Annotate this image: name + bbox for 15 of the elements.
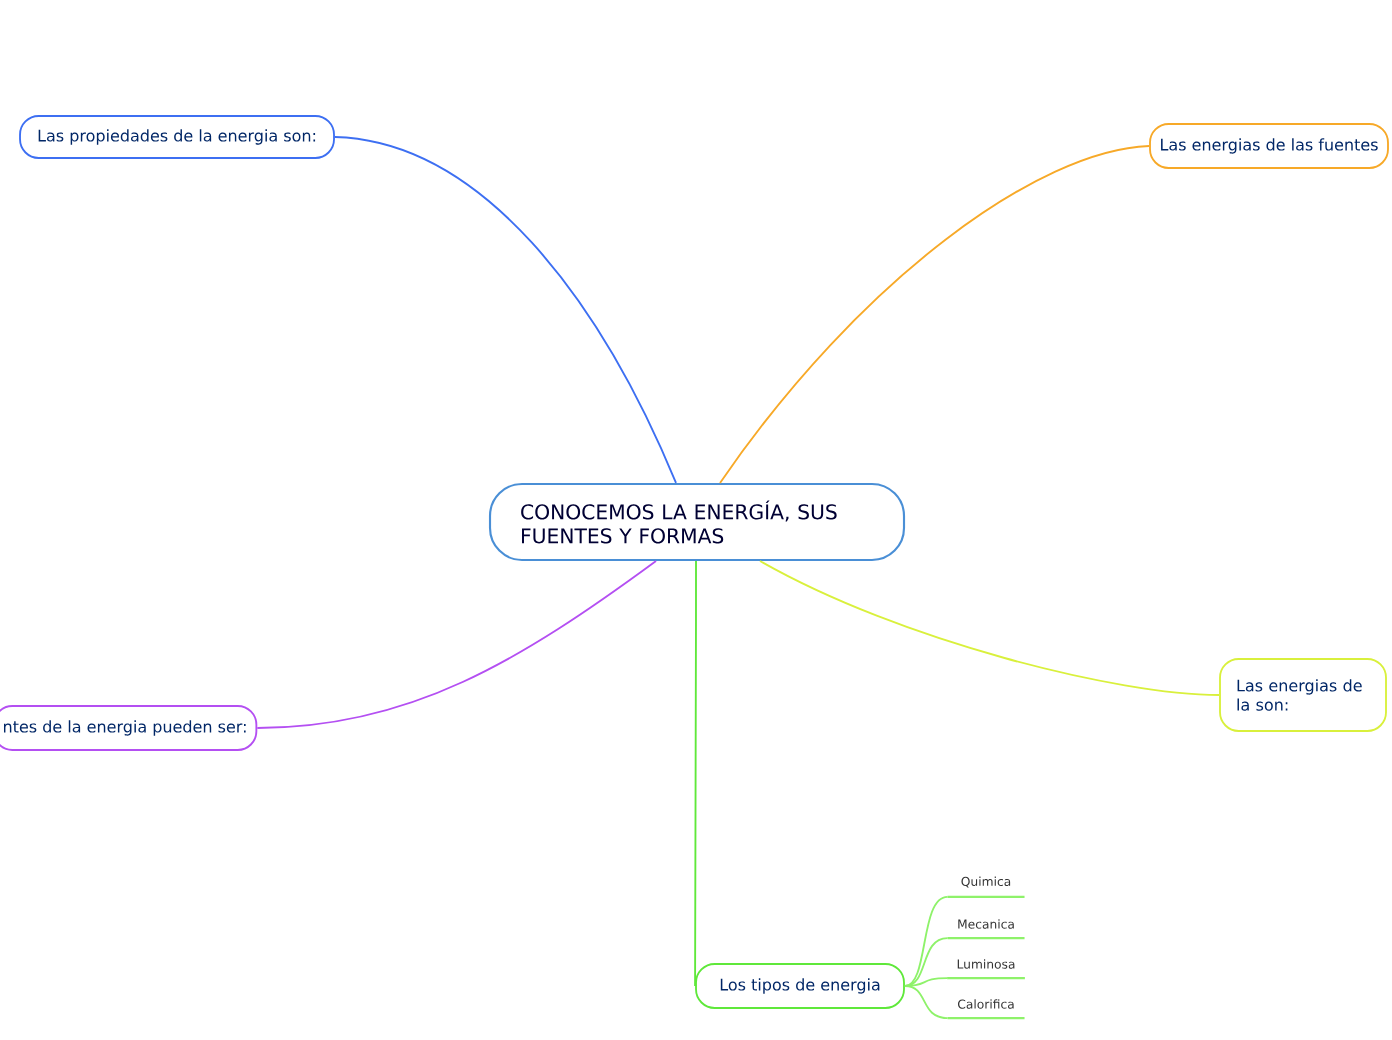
subtopic-box: Las energias de las fuentes <box>1149 123 1389 169</box>
connector <box>694 560 697 987</box>
connector <box>904 985 949 1020</box>
connector <box>719 145 1150 484</box>
topic-box: CONOCEMOS LA ENERGÍA, SUS FUENTES Y FORMAS <box>488 482 906 562</box>
connector <box>904 895 949 987</box>
subtopic-box: ntes de la energia pueden ser: <box>0 705 258 751</box>
connector <box>334 136 677 484</box>
subtopic-box: Las propiedades de la energia son: <box>19 115 335 159</box>
connector <box>759 560 1220 696</box>
connector <box>256 560 657 729</box>
subtopic-box: Los tipos de energia <box>695 963 905 1009</box>
connector <box>904 977 949 987</box>
subtopic-box: Las energias de la son: <box>1219 658 1387 732</box>
connector <box>904 937 949 987</box>
